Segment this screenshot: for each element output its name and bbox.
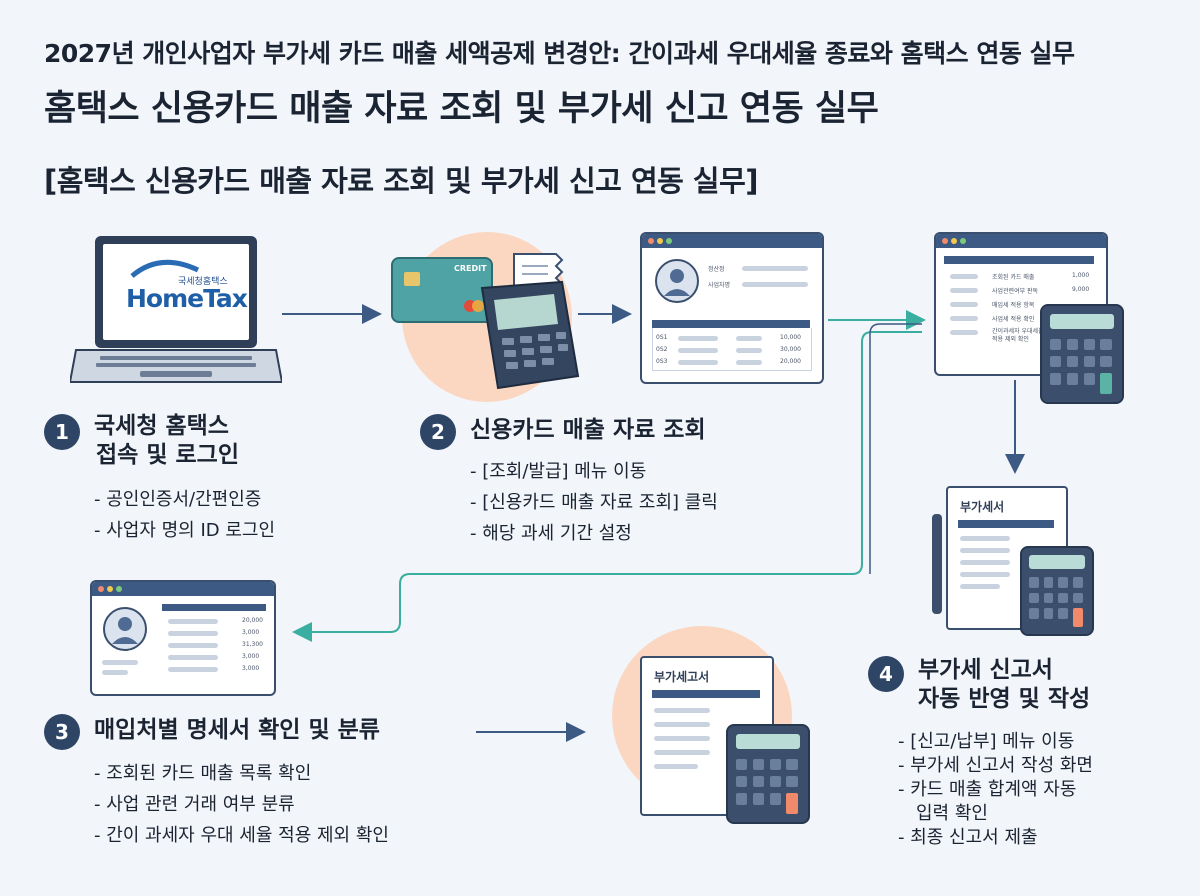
screen1-amount: 10,000 xyxy=(780,334,801,341)
card-terminal-illustration: CREDIT xyxy=(386,248,586,398)
list-amount: 20,000 xyxy=(242,617,263,624)
tax-form-label: 부가세고서 xyxy=(654,670,710,684)
laptop-illustration: 국세청홈택스 HomeTax xyxy=(68,232,284,394)
screen1-label1: 정산정 xyxy=(708,266,725,273)
step-3-bullet: 조회된 카드 매출 목록 확인 xyxy=(94,758,389,789)
step-4-title-line: 자동 반영 및 작성 xyxy=(918,686,1091,712)
step-3-title: 매입처별 명세서 확인 및 분류 xyxy=(94,717,380,743)
tax-form-label: 부가세서 xyxy=(960,500,1005,514)
calculator-icon xyxy=(1020,546,1094,636)
page-subtitle: 2027년 개인사업자 부가세 카드 매출 세액공제 변경안: 간이과세 우대세… xyxy=(44,39,1075,68)
screen1-code: 0S2 xyxy=(656,346,668,353)
calculator-icon xyxy=(726,724,810,824)
avatar-icon xyxy=(655,259,699,303)
step-1-title-line: 국세청 홈택스 xyxy=(94,413,229,439)
step-4-bullet-wrap: 입력 확인 xyxy=(916,803,988,824)
list-amount: 3,000 xyxy=(242,629,260,636)
step-1-bullets: 공인인증서/간편인증 사업자 명의 ID 로그인 xyxy=(94,484,275,546)
screen1-label2: 사업자명 xyxy=(708,282,731,289)
ledger-label: 간이과세자 우대세율 적용 제외 확인 xyxy=(992,328,1044,343)
list-amount: 3,000 xyxy=(242,653,260,660)
laptop-icon xyxy=(68,236,284,383)
ledger-label: 사업관련여부 판독 xyxy=(992,288,1039,295)
card-terminal-icon xyxy=(391,253,580,390)
step-4-title: 부가세 신고서 자동 반영 및 작성 xyxy=(918,656,1090,714)
step-1-number: 1 xyxy=(44,414,80,450)
step-3-bullet: 간이 과세자 우대 세율 적용 제외 확인 xyxy=(94,820,389,851)
list-window-icon: 20,000 3,000 31,300 3,000 3,000 xyxy=(90,580,276,696)
step-2-number: 2 xyxy=(420,414,456,450)
step-3-number: 3 xyxy=(44,714,80,750)
avatar-icon xyxy=(103,607,147,651)
pen-icon xyxy=(932,514,942,614)
ledger-label: 조회된 카드 매출 xyxy=(992,274,1035,281)
screen1-amount: 30,000 xyxy=(780,346,801,353)
arrow-ledger-link xyxy=(869,323,922,574)
step-2-title: 신용카드 매출 자료 조회 xyxy=(470,417,706,443)
step-3-bullet: 사업 관련 거래 여부 분류 xyxy=(94,789,389,820)
step-2-bullet: 해당 과세 기간 설정 xyxy=(470,518,718,549)
step-4-bullet: 최종 신고서 제출 xyxy=(898,826,1093,850)
calculator-icon xyxy=(1040,304,1124,404)
hometax-logo-small: 국세청홈택스 xyxy=(178,277,228,287)
ledger-amount: 1,000 xyxy=(1072,272,1090,279)
card-label: CREDIT xyxy=(454,264,487,273)
list-amount: 3,000 xyxy=(242,665,260,672)
step-1-title: 국세청 홈택스 접속 및 로그인 xyxy=(94,412,239,470)
hometax-logo: HomeTax xyxy=(126,284,248,313)
step-1-bullet: 사업자 명의 ID 로그인 xyxy=(94,515,275,546)
step-2-bullet: [조회/발급] 메뉴 이동 xyxy=(470,456,718,487)
step-2-bullet: [신용카드 매출 자료 조회] 클릭 xyxy=(470,487,718,518)
step-4-title-line: 부가세 신고서 xyxy=(918,657,1053,683)
profile-window-icon: 정산정 사업자명 0S1 0S2 0S3 10,000 30,000 20,00… xyxy=(640,232,824,384)
ledger-amount: 9,000 xyxy=(1072,286,1090,293)
step-1-bullet: 공인인증서/간편인증 xyxy=(94,484,275,515)
step-1-title-line: 접속 및 로그인 xyxy=(96,442,239,468)
section-label: [홈택스 신용카드 매출 자료 조회 및 부가세 신고 연동 실무] xyxy=(44,164,759,198)
step-4-bullet: [신고/납부] 메뉴 이동 xyxy=(898,730,1093,754)
step-4-bullets: [신고/납부] 메뉴 이동 부가세 신고서 작성 화면 카드 매출 합계액 자동… xyxy=(898,730,1093,850)
page-title: 홈택스 신용카드 매출 자료 조회 및 부가세 신고 연동 실무 xyxy=(44,89,879,129)
step-3-bullets: 조회된 카드 매출 목록 확인 사업 관련 거래 여부 분류 간이 과세자 우대… xyxy=(94,758,389,851)
step-4-number: 4 xyxy=(868,656,904,692)
step-4-bullet: 부가세 신고서 작성 화면 xyxy=(898,754,1093,778)
screen1-code: 0S3 xyxy=(656,358,668,365)
list-amount: 31,300 xyxy=(242,641,263,648)
screen1-code: 0S1 xyxy=(656,334,668,341)
step-4-bullet: 카드 매출 합계액 자동 xyxy=(898,778,1093,802)
ledger-label: 사업세 적용 확인 xyxy=(992,316,1035,323)
arrow-to-step3 xyxy=(292,331,922,642)
step-4-bullet-continued: 입력 확인 xyxy=(898,802,1093,826)
screen1-amount: 20,000 xyxy=(780,358,801,365)
step-2-bullets: [조회/발급] 메뉴 이동 [신용카드 매출 자료 조회] 클릭 해당 과세 기… xyxy=(470,456,718,549)
ledger-label: 매입세 적용 항목 xyxy=(992,302,1035,309)
